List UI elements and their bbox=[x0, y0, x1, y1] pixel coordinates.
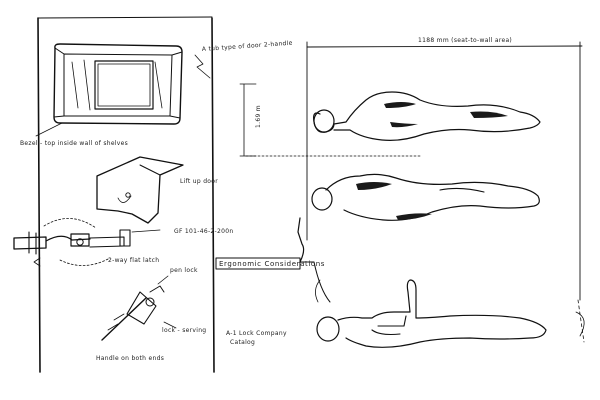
hinge-part-number: GF 101-46-2-200n bbox=[174, 228, 233, 235]
latch-drawing bbox=[13, 218, 161, 267]
company-note: A-1 Lock Company bbox=[226, 330, 287, 337]
tub-drawer-drawing bbox=[53, 43, 211, 125]
pen-lock-note: pen lock bbox=[170, 267, 198, 274]
lift-up-door-drawing bbox=[96, 156, 184, 224]
lock-hardware-drawing bbox=[101, 275, 177, 341]
body-figure-1 bbox=[245, 91, 541, 157]
side-dimension: 1.69 m bbox=[255, 105, 262, 128]
company-note-catalog: Catalog bbox=[230, 339, 255, 346]
lock-serving-note: lock - serving bbox=[162, 327, 206, 334]
door-note: Lift up door bbox=[180, 178, 218, 185]
right-side-marks bbox=[315, 279, 585, 343]
top-dimension: 1188 mm (seat-to-wall area) bbox=[418, 37, 512, 44]
ergonomic-label-box bbox=[215, 217, 331, 303]
bezel-note: Bezel - top inside wall of shelves bbox=[20, 140, 128, 147]
body-figure-3 bbox=[316, 279, 547, 348]
ergonomic-considerations-label: Ergonomic Considerations bbox=[219, 260, 325, 268]
bottom-note: Handle on both ends bbox=[96, 355, 164, 362]
dimension-lines bbox=[239, 41, 583, 301]
tub-note: A tub type of door 2-handle bbox=[202, 40, 293, 53]
body-figure-2 bbox=[311, 173, 540, 221]
latch-note: 2-way flat latch bbox=[108, 257, 159, 264]
left-panel bbox=[37, 16, 215, 373]
